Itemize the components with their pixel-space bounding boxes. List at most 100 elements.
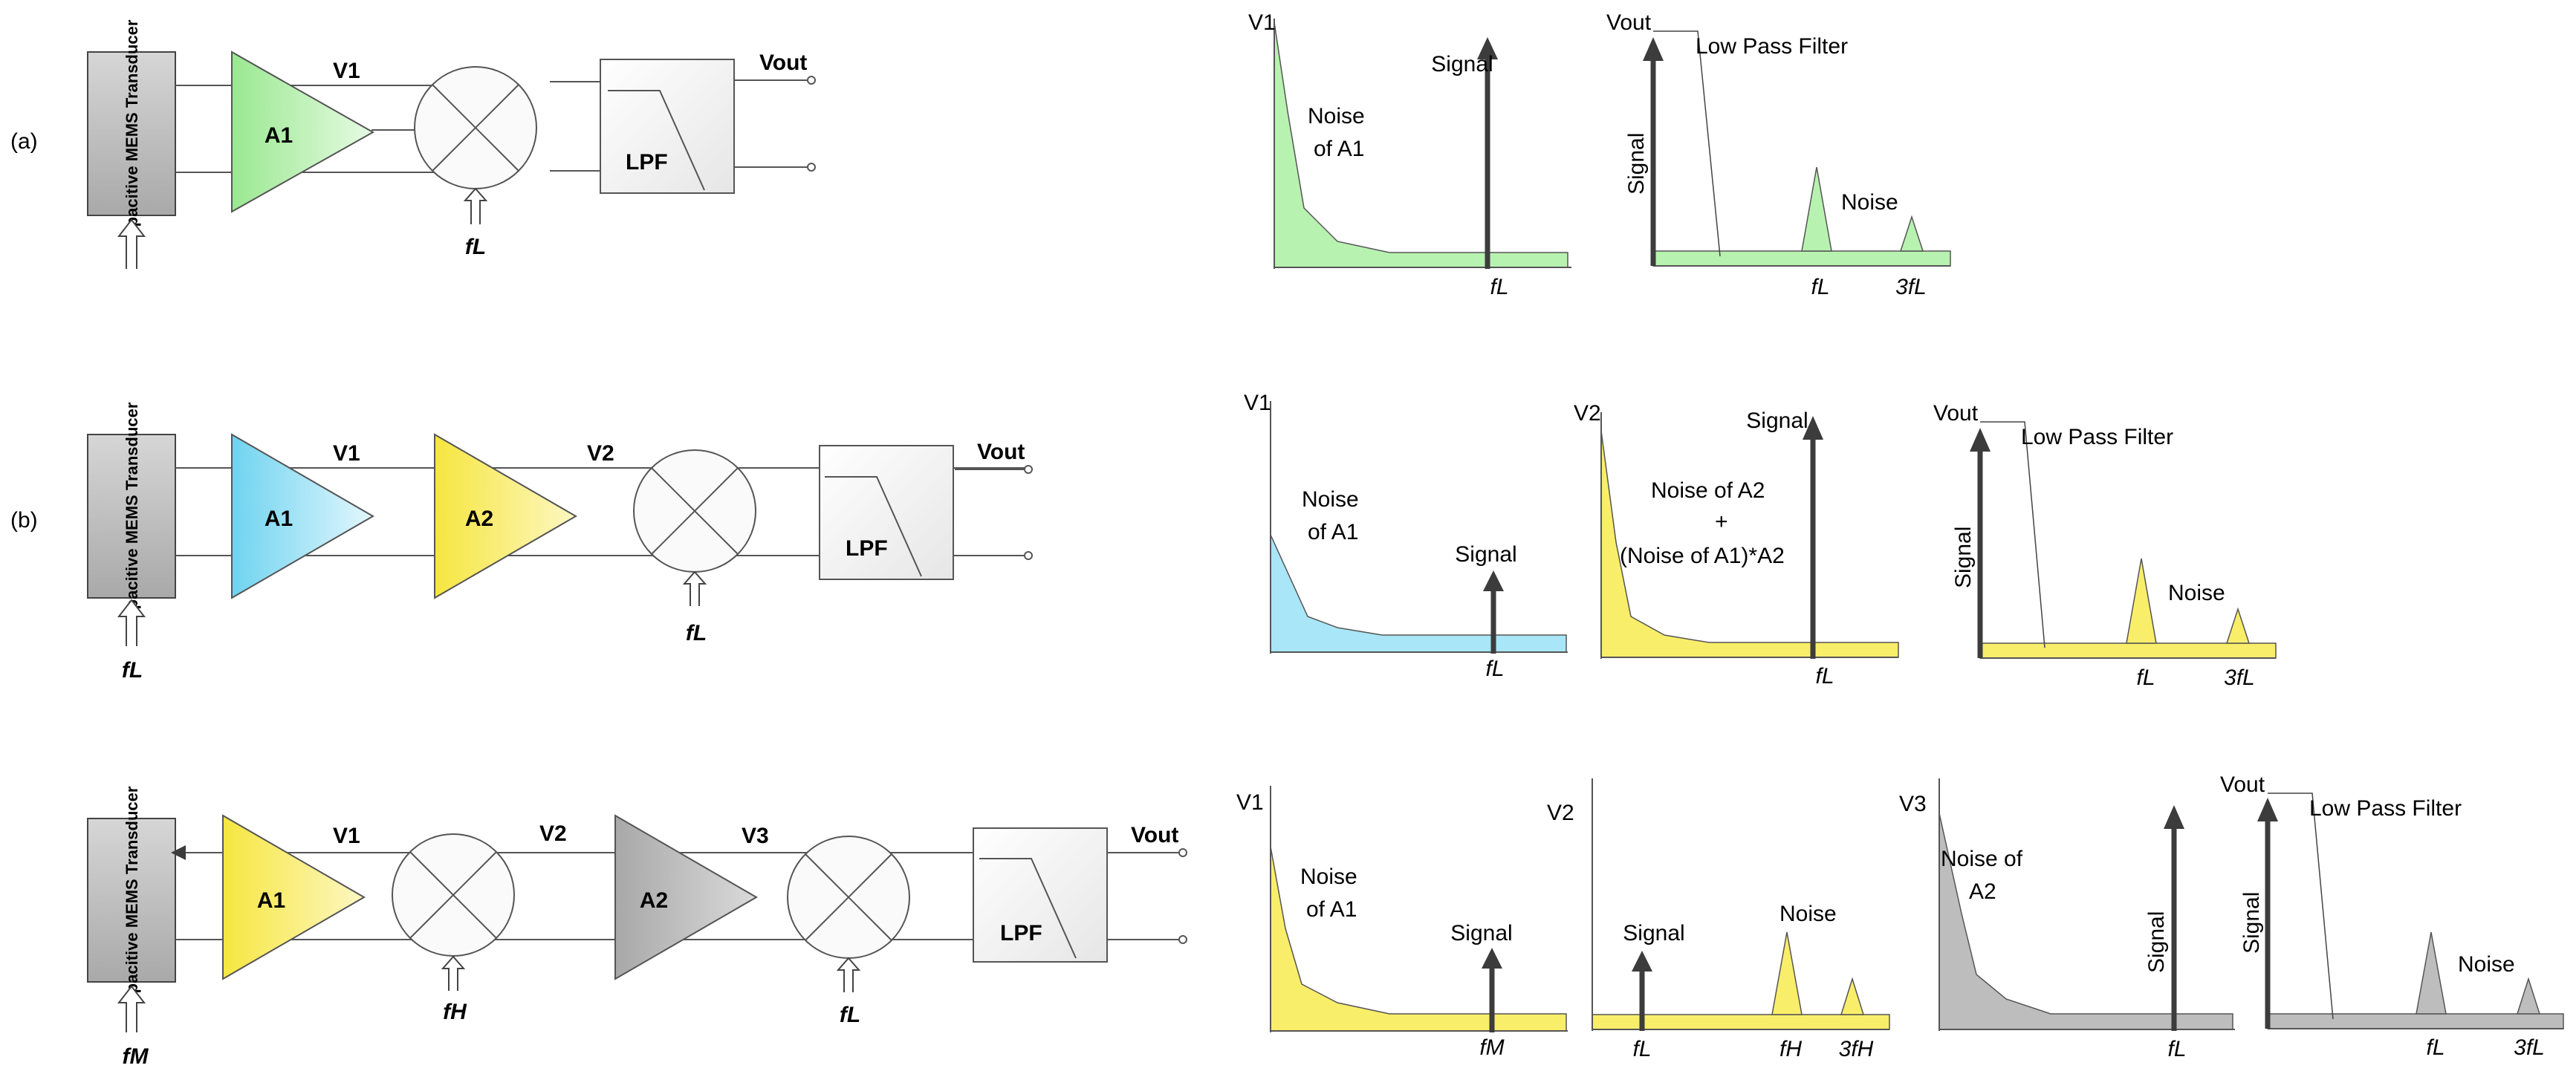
mixer2-freq-label: fL [840, 1003, 860, 1027]
mems-transducer [87, 434, 176, 599]
amplifier-a2-label: A2 [465, 507, 493, 531]
amplifier-a2-label: A2 [640, 888, 668, 913]
row-b-spectrum-v2: V2 Noise of A2 + (Noise of A1)*A2 Signal… [1574, 401, 1899, 689]
noise-label: Noise [1779, 902, 1837, 926]
amplifier-a1 [222, 814, 366, 980]
lpf-block [973, 827, 1108, 963]
lpf-label: LPF [626, 150, 668, 175]
row-c-spectrum-v2: V2 Signal Noise fL fH 3fH [1547, 778, 1890, 1061]
row-a-label: (a) [10, 129, 38, 154]
spectrum-axis-label: Vout [1606, 10, 1652, 35]
noise-label-line2: of A1 [1306, 897, 1357, 922]
freq-label: fL [1815, 664, 1834, 689]
row-c-spectrum-v1: V1 Noise of A1 Signal fM [1236, 786, 1568, 1060]
spectrum-axis-label: V3 [1899, 792, 1927, 816]
amplifier-a1 [231, 433, 374, 599]
spectrum-axis-label: V2 [1574, 401, 1601, 426]
noise-label-line1: Noise [1300, 865, 1357, 889]
row-b-label: (b) [10, 508, 38, 533]
signal-label: Signal [1431, 52, 1493, 77]
node-v1-label: V1 [333, 441, 360, 466]
noise-label-line2: A2 [1969, 879, 1996, 904]
lpf-block [819, 445, 954, 580]
spectrum-axis-label: Vout [1933, 401, 1979, 426]
mixer-freq-label: fL [465, 235, 486, 259]
vout-label: Vout [759, 51, 807, 75]
spectrum-axis-label: Vout [2220, 772, 2265, 797]
row-a-spectrum-v1: V1 Noise of A1 Signal fL [1248, 10, 1571, 299]
vout-label: Vout [1131, 823, 1178, 847]
freq2-label: 3fL [2514, 1035, 2545, 1060]
row-a-block-diagram: (a) Capacitive MEMS Transducer A1 V1 fL [10, 19, 816, 269]
signal-label: Signal [1455, 542, 1516, 567]
amplifier-a2 [434, 433, 577, 599]
freq-label: fL [2167, 1037, 2186, 1061]
freq2-label: 3fL [1895, 275, 1927, 299]
noise-label: Noise [2458, 952, 2515, 977]
signal-label: Signal [1746, 409, 1808, 433]
noise-label-line1: Noise [1302, 487, 1359, 512]
freq1-label: fL [2136, 665, 2155, 690]
filter-label: Low Pass Filter [1696, 34, 1848, 59]
node-v1-label: V1 [333, 59, 360, 83]
input-freq-label: fL [122, 658, 143, 683]
mixer-freq-label: fL [686, 621, 707, 645]
lo-arrow-icon [682, 570, 707, 606]
noise-label-line1: Noise of A2 [1651, 478, 1765, 503]
signal-label: Signal [1623, 921, 1684, 946]
signal-label: Signal [2239, 892, 2264, 954]
row-b-spectrum-v1: V1 Noise of A1 Signal fL [1244, 391, 1568, 681]
freq-label: fM [1479, 1035, 1504, 1060]
lpf-block [600, 59, 735, 194]
noise-label: Noise [2168, 581, 2225, 605]
noise-label: Noise [1841, 190, 1898, 215]
row-b-block-diagram: (b) Capacitive MEMS Transducer fL A1 V1 … [10, 402, 1033, 683]
spectrum-axis-label: V1 [1244, 391, 1271, 415]
amplifier-a1 [231, 51, 375, 213]
row-c-spectrum-v3: V3 Noise of A2 Signal fL [1899, 778, 2235, 1061]
amplifier-a1-label: A1 [257, 888, 285, 913]
row-a-spectrum-vout: Vout Low Pass Filter Signal Noise fL 3fL [1606, 10, 1951, 299]
noise-label-line1: Noise of [1941, 847, 2023, 871]
mems-transducer [87, 818, 176, 983]
amplifier-a1-label: A1 [265, 123, 293, 148]
lo-arrow-icon [441, 955, 466, 991]
mems-transducer [87, 51, 176, 216]
noise-label-line2: of A1 [1308, 520, 1358, 544]
spectrum-axis-label: V2 [1547, 801, 1574, 825]
mixer1-freq-label: fH [443, 1000, 467, 1024]
mixer-2 [787, 836, 910, 959]
freq1-label: fL [1632, 1037, 1651, 1061]
spectrum-axis-label: V1 [1248, 10, 1276, 35]
input-arrow-icon [117, 218, 146, 269]
lo-arrow-icon [463, 187, 488, 224]
input-freq-label: fM [123, 1044, 149, 1069]
signal-label: Signal [2144, 911, 2169, 973]
freq1-label: fL [2426, 1035, 2444, 1060]
freq-label: fL [1485, 657, 1504, 681]
row-c-spectrum-vout: Vout Low Pass Filter Signal Noise fL 3fL [2220, 772, 2564, 1060]
noise-label-line3: (Noise of A1)*A2 [1620, 544, 1785, 568]
row-b-spectrum-vout: Vout Low Pass Filter Signal Noise fL 3fL [1933, 401, 2277, 690]
transducer-label: Capacitive MEMS Transducer [123, 402, 141, 630]
spectrum-axis-label: V1 [1236, 790, 1264, 815]
noise-label-line1: Noise [1308, 104, 1365, 128]
node-v2-label: V2 [587, 441, 614, 466]
amplifier-a1-label: A1 [265, 507, 293, 531]
signal-label: Signal [1951, 527, 1976, 588]
amplifier-a2 [614, 814, 758, 980]
row-c-block-diagram: Capacitive MEMS Transducer fM A1 V1 fH V… [87, 786, 1187, 1069]
mixer-1 [392, 833, 515, 957]
freq2-label: fH [1779, 1037, 1802, 1061]
signal-label: Signal [1450, 921, 1512, 946]
freq3-label: 3fH [1839, 1037, 1874, 1061]
noise-label-line2: + [1715, 510, 1728, 534]
transducer-label: Capacitive MEMS Transducer [123, 786, 141, 1014]
mixer [633, 449, 756, 573]
lo-arrow-icon [836, 957, 861, 992]
node-v1-label: V1 [333, 824, 360, 848]
node-v3-label: V3 [742, 824, 769, 848]
filter-label: Low Pass Filter [2309, 796, 2462, 821]
vout-label: Vout [977, 440, 1025, 464]
